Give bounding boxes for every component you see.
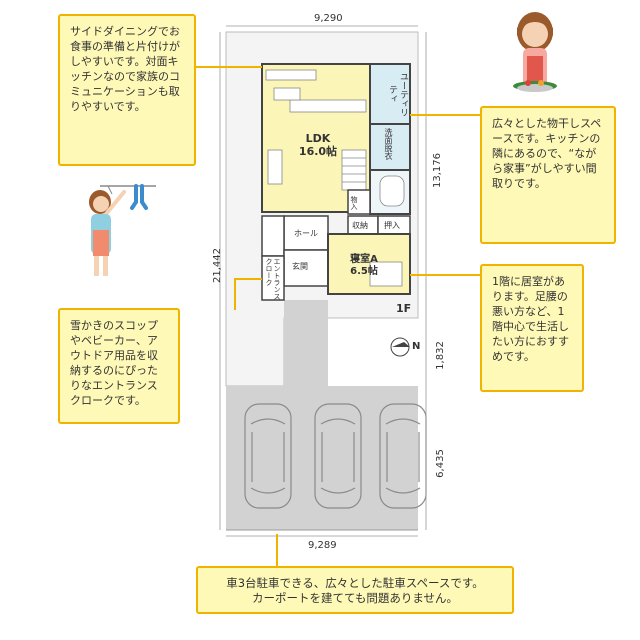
ldk-name: LDK — [305, 132, 331, 145]
leader-cloak-h — [236, 278, 262, 280]
toilet — [261, 215, 285, 257]
bedroom-size: 6.5帖 — [350, 266, 378, 277]
utility-label: ユーティリティ — [376, 68, 408, 120]
kitchen-back-counter — [265, 69, 317, 81]
car-2 — [314, 403, 362, 509]
entrance-cloak-label: エントランスクローク — [265, 258, 281, 300]
kitchen-counter — [289, 99, 367, 113]
utility-room — [369, 63, 411, 125]
note-laundry: 広々とした物干しスペースです。キッチンの隣にあるので、“ながら家事”がしやすい間… — [480, 106, 616, 244]
dim-right-upper: 13,176 — [432, 153, 443, 188]
note-bedroom: 1階に居室があります。足腰の悪い方など、1階中心で生活したい方におすすめです。 — [480, 264, 584, 392]
car-1 — [244, 403, 292, 509]
leader-dining — [196, 66, 262, 68]
storage-in — [347, 189, 371, 215]
storage-shu-label: 収納 — [352, 221, 368, 230]
leader-cloak-v — [234, 278, 236, 310]
leader-laundry-h — [410, 114, 480, 116]
cooking-woman-illustration — [513, 12, 557, 92]
ldk-size: 16.0帖 — [298, 145, 338, 158]
wash-label: 洗面脱衣 — [384, 128, 393, 160]
hall-label: ホール — [294, 229, 318, 238]
note-dining: サイドダイニングでお食事の準備と片付けがしやすいです。対面キッチンなので家族のコ… — [58, 14, 196, 166]
oshiire-label: 押入 — [384, 221, 400, 230]
ldk-label: LDK 16.0帖 — [288, 132, 348, 158]
utility-line2: リティ — [387, 85, 408, 117]
note-parking: 車3台駐車できる、広々とした駐車スペースです。 カーポートを建てても問題ありませ… — [196, 566, 514, 614]
stairs — [341, 149, 367, 191]
dining-table — [273, 87, 301, 101]
bedroom-name: 寝室A — [350, 254, 378, 265]
dim-left: 21,442 — [212, 248, 223, 283]
bedroom-label: 寝室A 6.5帖 — [344, 254, 384, 278]
dim-bottom: 9,289 — [308, 540, 337, 551]
utility-line1: ユーティ — [398, 71, 408, 108]
entrance-label: 玄関 — [292, 262, 308, 271]
bedroom-bed — [369, 261, 403, 287]
north-arrow-icon — [392, 342, 410, 347]
dim-right-lower: 6,435 — [434, 449, 446, 478]
bathtub — [379, 175, 405, 207]
north-label: N — [412, 341, 421, 352]
storage-in-label: 物入 — [350, 196, 358, 210]
laundry-woman-illustration — [89, 184, 156, 276]
leader-parking — [276, 534, 278, 568]
entrance-cloak — [261, 255, 285, 301]
driveway — [284, 300, 328, 390]
dim-top: 9,290 — [314, 13, 343, 24]
note-cloak: 雪かきのスコップやベビーカー、アウトドア用品を収納するのにぴったりなエントランス… — [58, 308, 180, 424]
sofa — [267, 149, 283, 185]
floor-label: 1F — [396, 302, 412, 315]
dim-right-middle: 1,832 — [434, 341, 446, 370]
leader-bedroom — [410, 274, 480, 276]
